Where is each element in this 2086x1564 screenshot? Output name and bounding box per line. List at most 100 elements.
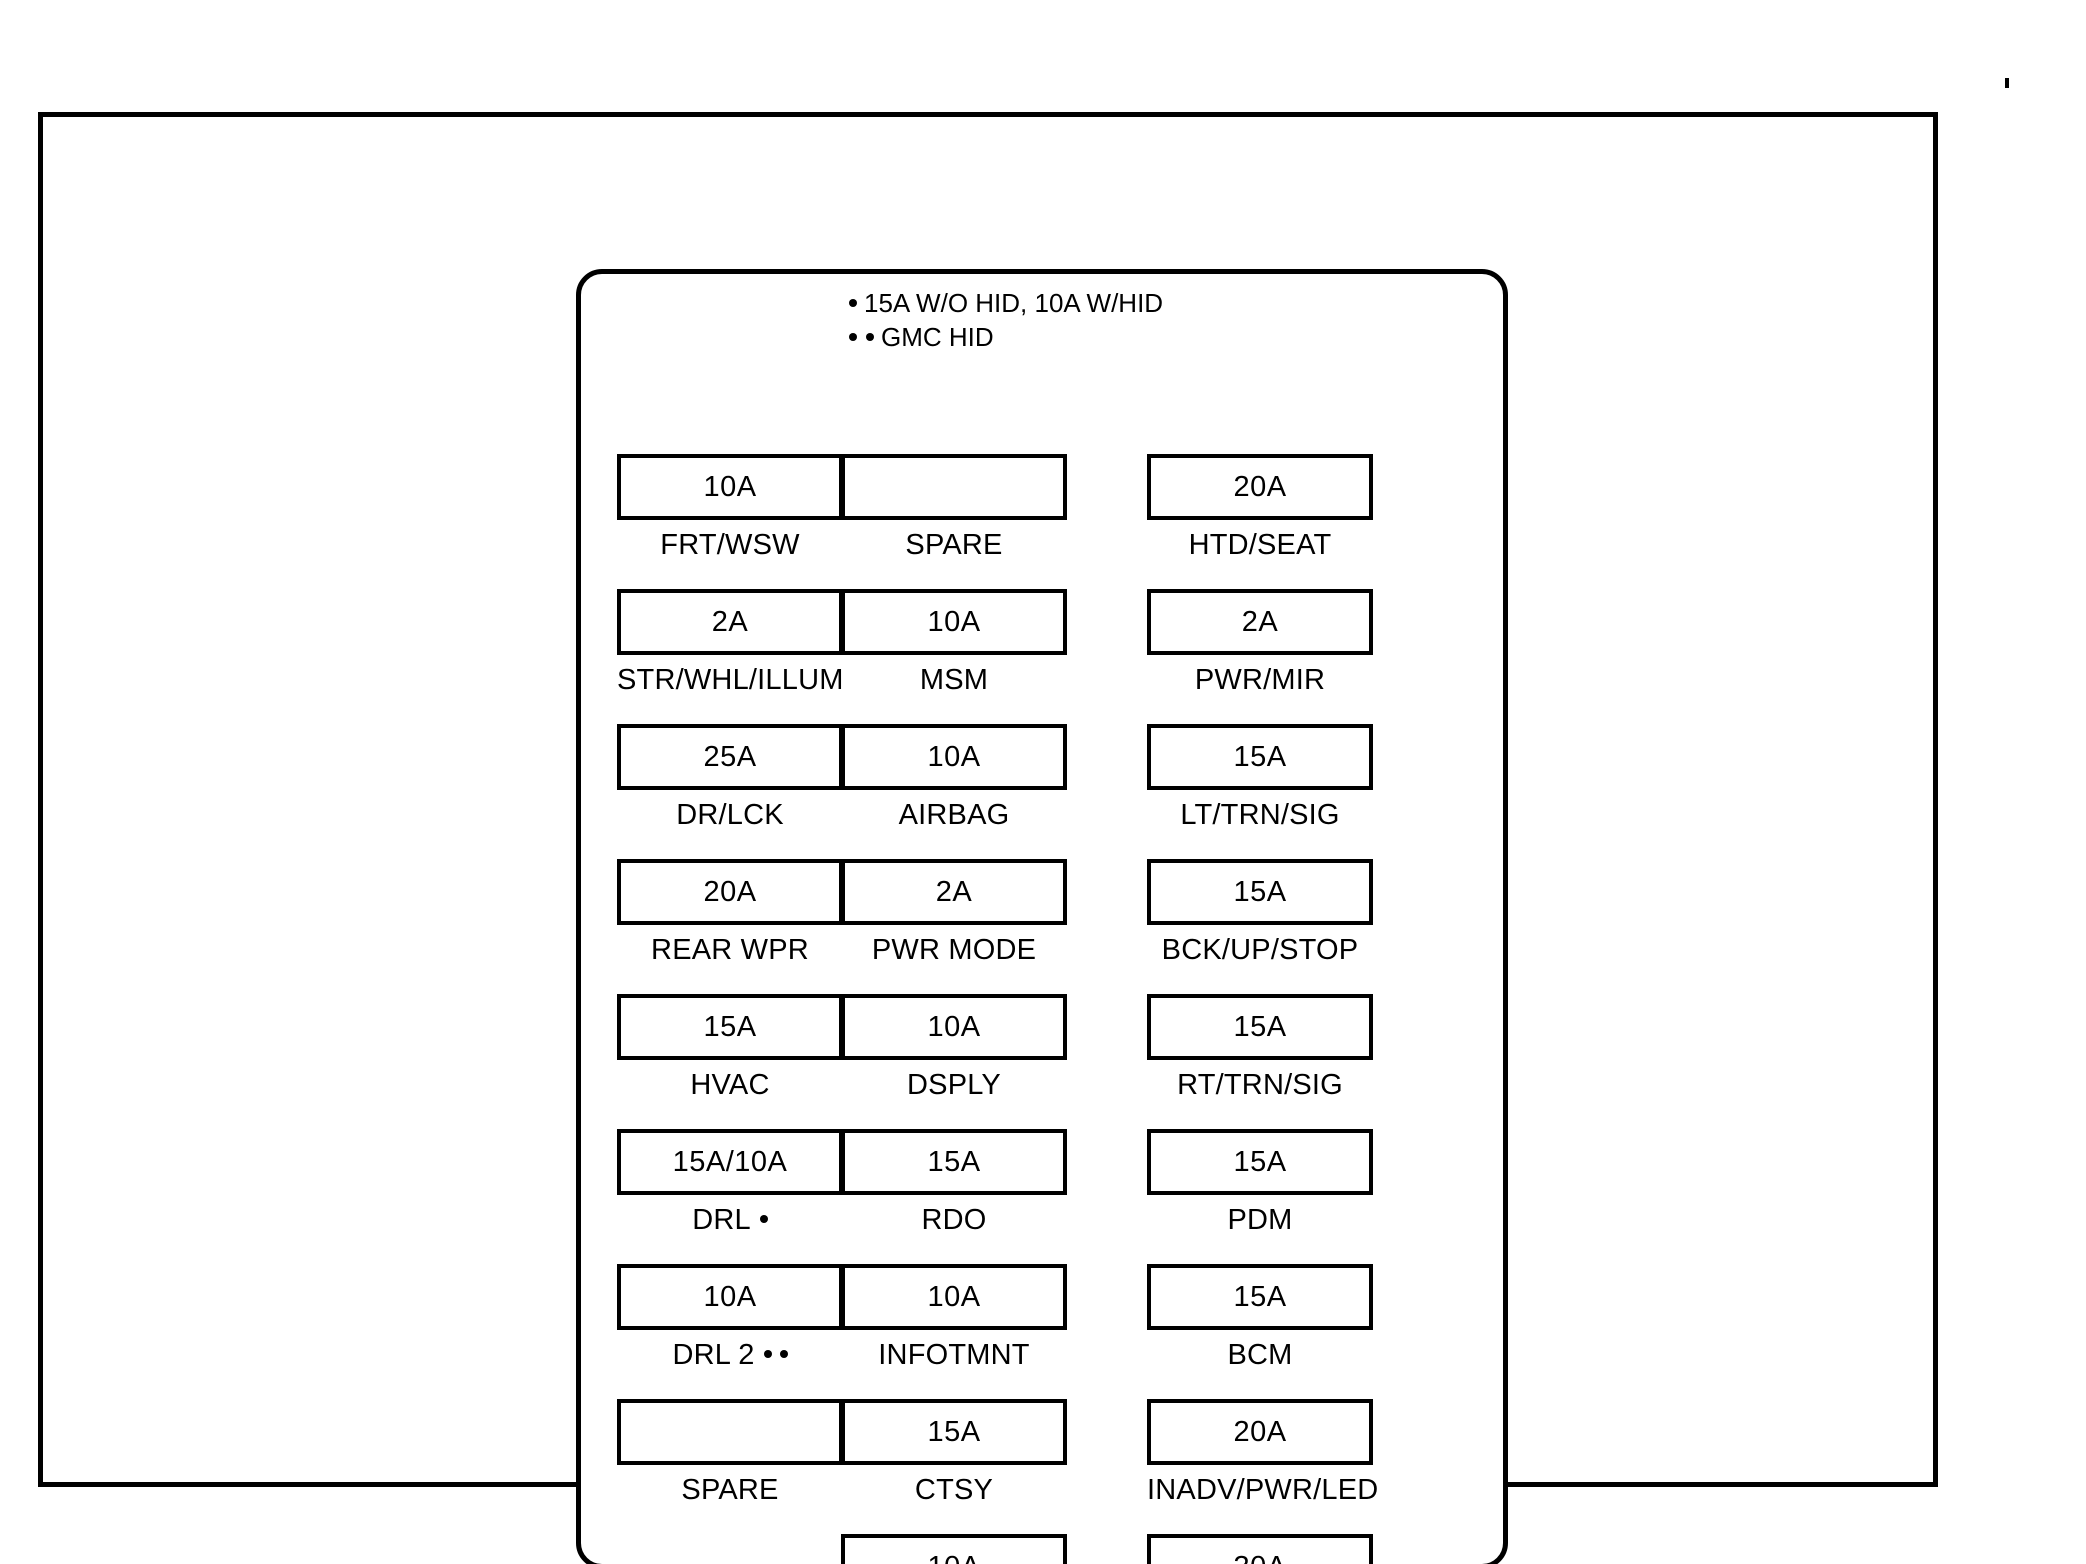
fuse-box[interactable]: 25A	[617, 724, 843, 790]
fuse-box[interactable]: 2A	[1147, 589, 1373, 655]
fuse-label-text: PWR/MIR	[1194, 664, 1326, 696]
fuse-label: MSM	[841, 664, 1067, 696]
fuse-box[interactable]: 10A	[841, 1264, 1067, 1330]
fuse-slot-rt-trn-sig[interactable]: 15A RT/TRN/SIG	[1147, 994, 1373, 1106]
fuse-slot-spare[interactable]: SPARE	[841, 454, 1067, 566]
fuse-box[interactable]: 15A	[1147, 994, 1373, 1060]
fuse-amperage: 20A	[1233, 470, 1287, 503]
fuse-slot-drl-2[interactable]: 10A DRL 2	[617, 1264, 843, 1376]
fuse-label-text: SPARE	[681, 1474, 779, 1506]
fuse-label: REAR WPR	[617, 934, 843, 966]
fuse-label-text: INADV/PWR/LED	[1147, 1474, 1379, 1506]
fuse-box[interactable]	[617, 1399, 843, 1465]
fuse-box[interactable]: 10A	[617, 454, 843, 520]
fuse-slot-cnstr-vent[interactable]: 10ACNSTR/VENT	[841, 1534, 1067, 1564]
fuse-label: HVAC	[617, 1069, 843, 1101]
fuse-slot-spare[interactable]: SPARE	[617, 1399, 843, 1511]
fuse-slot-rdo[interactable]: 15A RDO	[841, 1129, 1067, 1241]
fuse-slot-msm[interactable]: 10A MSM	[841, 589, 1067, 701]
fuse-box[interactable]: 15A	[1147, 859, 1373, 925]
fuse-amperage: 2A	[711, 605, 749, 638]
legend-text: 15A W/O HID, 10A W/HID	[864, 288, 1164, 318]
fuse-slot-inadv-pwr-led[interactable]: 20A INADV/PWR/LED	[1147, 1399, 1378, 1511]
fuse-label: LT/TRN/SIG	[1147, 799, 1373, 831]
fuse-label: PDM	[1147, 1204, 1373, 1236]
fuse-box[interactable]: 10A	[617, 1264, 843, 1330]
fuse-amperage: 10A	[927, 605, 981, 638]
fuse-slot-ctsy[interactable]: 15A CTSY	[841, 1399, 1067, 1511]
fuse-box[interactable]: 15A	[1147, 724, 1373, 790]
fuse-box[interactable]: 2A	[841, 859, 1067, 925]
fuse-label-text: LT/TRN/SIG	[1180, 799, 1340, 831]
fuse-box[interactable]: 30A	[1147, 1534, 1373, 1564]
fuse-label-text: DSPLY	[907, 1069, 1001, 1101]
fuse-amperage: 2A	[1241, 605, 1279, 638]
fuse-box[interactable]: 15A/10A	[617, 1129, 843, 1195]
fuse-box[interactable]: 10A	[841, 1534, 1067, 1564]
fuse-box[interactable]: 10A	[841, 589, 1067, 655]
fuse-label: HTD/SEAT	[1147, 529, 1373, 561]
fuse-box[interactable]: 10A	[841, 724, 1067, 790]
fuse-box[interactable]: 20A	[1147, 454, 1373, 520]
fuse-amperage: 20A	[1233, 1415, 1287, 1448]
fuse-label-text: STR/WHL/ILLUM	[617, 664, 844, 696]
fuse-label-text: DR/LCK	[676, 799, 784, 831]
fuse-label: PWR/MIR	[1147, 664, 1373, 696]
fuse-box[interactable]: 20A	[1147, 1399, 1373, 1465]
fuse-slot-rear-wpr[interactable]: 20A REAR WPR	[617, 859, 843, 971]
fuse-slot-htd-seat[interactable]: 20A HTD/SEAT	[1147, 454, 1373, 566]
fuse-slot-pdm[interactable]: 15A PDM	[1147, 1129, 1373, 1241]
fuse-label: FRT/WSW	[617, 529, 843, 561]
fuse-slot-amp[interactable]: 30AAMP	[1147, 1534, 1373, 1564]
fuse-slot-dsply[interactable]: 10A DSPLY	[841, 994, 1067, 1106]
fuse-grid: 10A FRT/WSW 2A STR/WHL/ILLUM 25A DR/LCK 20A REA…	[581, 274, 1503, 1564]
fuse-amperage: 15A	[703, 1010, 757, 1043]
fuse-label-text: BCM	[1227, 1339, 1293, 1371]
fuse-amperage: 10A	[927, 1552, 980, 1564]
fuse-box[interactable]: 2A	[617, 589, 843, 655]
fuse-label: SPARE	[841, 529, 1067, 561]
footnote-bullet-icon	[759, 1215, 768, 1224]
fuse-amperage: 10A	[703, 470, 757, 503]
fuse-slot-dr-lck[interactable]: 25A DR/LCK	[617, 724, 843, 836]
fuse-slot-pwr-mir[interactable]: 2A PWR/MIR	[1147, 589, 1373, 701]
fuse-label: RDO	[841, 1204, 1067, 1236]
fuse-label: DR/LCK	[617, 799, 843, 831]
fuse-box[interactable]	[841, 454, 1067, 520]
fuse-label-text: RT/TRN/SIG	[1177, 1069, 1343, 1101]
fuse-box[interactable]: 15A	[841, 1129, 1067, 1195]
fuse-slot-bcm[interactable]: 15A BCM	[1147, 1264, 1373, 1376]
fuse-amperage: 15A	[1233, 740, 1287, 773]
fuse-slot-frt-wsw[interactable]: 10A FRT/WSW	[617, 454, 843, 566]
fuse-amperage: 15A	[1233, 1010, 1287, 1043]
fuse-label: INFOTMNT	[841, 1339, 1067, 1371]
fuse-slot-str-whl-illum[interactable]: 2A STR/WHL/ILLUM	[617, 589, 843, 701]
fuse-label: DRL 2	[617, 1339, 843, 1371]
fuse-label-text: INFOTMNT	[878, 1339, 1030, 1371]
fuse-label-text: CTSY	[914, 1474, 994, 1506]
fuse-slot-infotmnt[interactable]: 10A INFOTMNT	[841, 1264, 1067, 1376]
fuse-box[interactable]: 15A	[841, 1399, 1067, 1465]
fuse-slot-lt-trn-sig[interactable]: 15A LT/TRN/SIG	[1147, 724, 1373, 836]
fuse-box[interactable]: 20A	[617, 859, 843, 925]
fuse-slot-pwr-mode[interactable]: 2A PWR MODE	[841, 859, 1067, 971]
bullet-dot-icon	[849, 333, 857, 341]
fuse-slot-airbag[interactable]: 10A AIRBAG	[841, 724, 1067, 836]
footnote-bullet-icon	[763, 1350, 788, 1359]
fuse-box[interactable]: 10A	[841, 994, 1067, 1060]
fuse-box[interactable]: 15A	[1147, 1264, 1373, 1330]
fuse-label-text: SPARE	[905, 529, 1003, 561]
fuse-label-text: AIRBAG	[898, 799, 1010, 831]
fuse-amperage: 10A	[927, 740, 981, 773]
fuse-slot-hvac[interactable]: 15A HVAC	[617, 994, 843, 1106]
fuse-amperage: 10A	[703, 1280, 757, 1313]
fuse-box[interactable]: 15A	[1147, 1129, 1373, 1195]
fuse-label: STR/WHL/ILLUM	[617, 664, 843, 696]
fuse-label-text: PWR MODE	[871, 934, 1037, 966]
fuse-box[interactable]: 15A	[617, 994, 843, 1060]
